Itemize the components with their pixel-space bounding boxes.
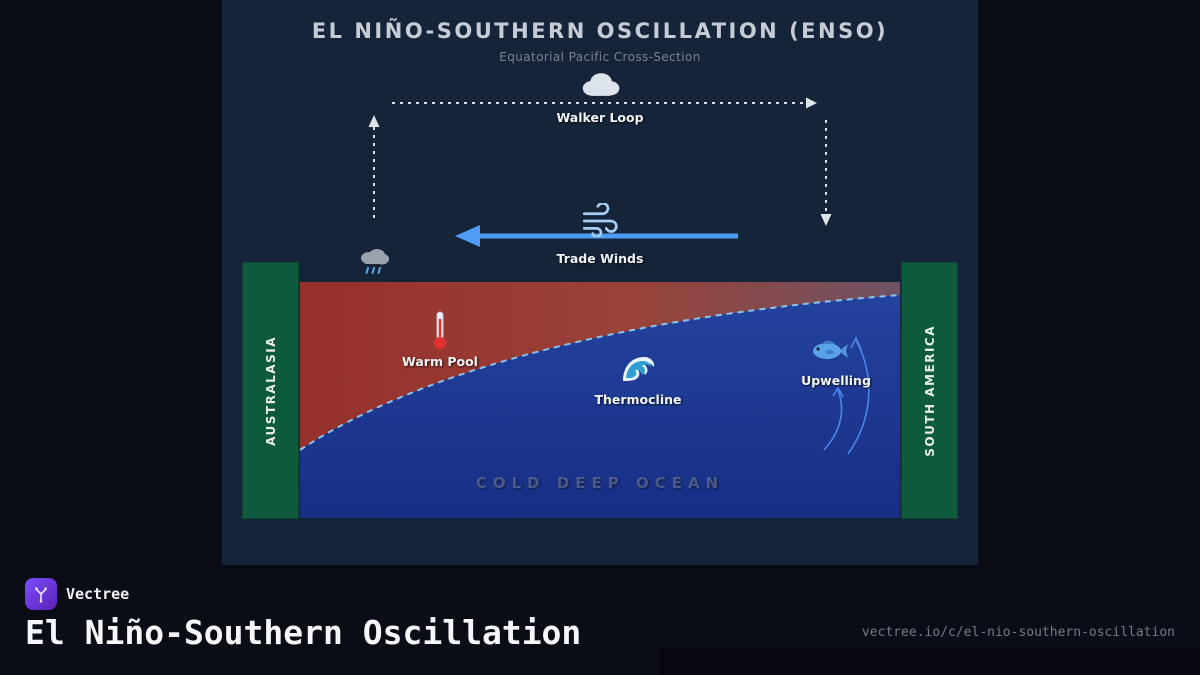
fish-icon <box>810 338 850 364</box>
ocean-cross-section: Warm Pool Thermocline Upwelling <box>300 282 900 518</box>
diagram-title: EL NIÑO-SOUTHERN OSCILLATION (ENSO) <box>311 19 889 43</box>
wind-icon <box>579 201 621 239</box>
bottom-shade <box>660 648 1200 675</box>
cold-deep-ocean-label: COLD DEEP OCEAN <box>475 474 725 492</box>
diagram-subtitle: Equatorial Pacific Cross-Section <box>499 50 701 64</box>
walker-loop-label: Walker Loop <box>556 110 644 125</box>
trade-winds-arrowhead <box>455 225 480 247</box>
warm-pool-label: Warm Pool <box>402 354 478 369</box>
landmass-south-america: SOUTH AMERICA <box>901 262 958 519</box>
page-title: El Niño-Southern Oscillation <box>25 613 582 652</box>
landmass-australasia: AUSTRALASIA <box>242 262 299 519</box>
warm-surface-layer <box>300 282 900 450</box>
landmass-australasia-label: AUSTRALASIA <box>263 335 278 446</box>
brand-logo <box>25 578 57 610</box>
thermocline-label: Thermocline <box>594 392 682 407</box>
walker-loop-arrowhead <box>806 97 817 109</box>
thermometer-icon <box>432 310 448 350</box>
landmass-south-america-label: SOUTH AMERICA <box>922 324 937 457</box>
upwelling-label: Upwelling <box>801 373 871 388</box>
page-url: vectree.io/c/el-nio-southern-oscillation <box>861 625 1175 640</box>
cloud-icon <box>578 70 622 98</box>
descent-arrowhead <box>820 214 832 226</box>
trade-winds-label: Trade Winds <box>556 251 644 266</box>
rain-cloud-icon <box>357 246 391 278</box>
brand-name: Vectree <box>66 585 130 603</box>
diagram-panel: EL NIÑO-SOUTHERN OSCILLATION (ENSO) Equa… <box>222 0 978 565</box>
upwelling-arrows <box>823 336 870 455</box>
vectree-branch-icon <box>35 587 47 603</box>
ocean-layers-svg <box>300 282 900 518</box>
wave-icon <box>620 354 656 386</box>
